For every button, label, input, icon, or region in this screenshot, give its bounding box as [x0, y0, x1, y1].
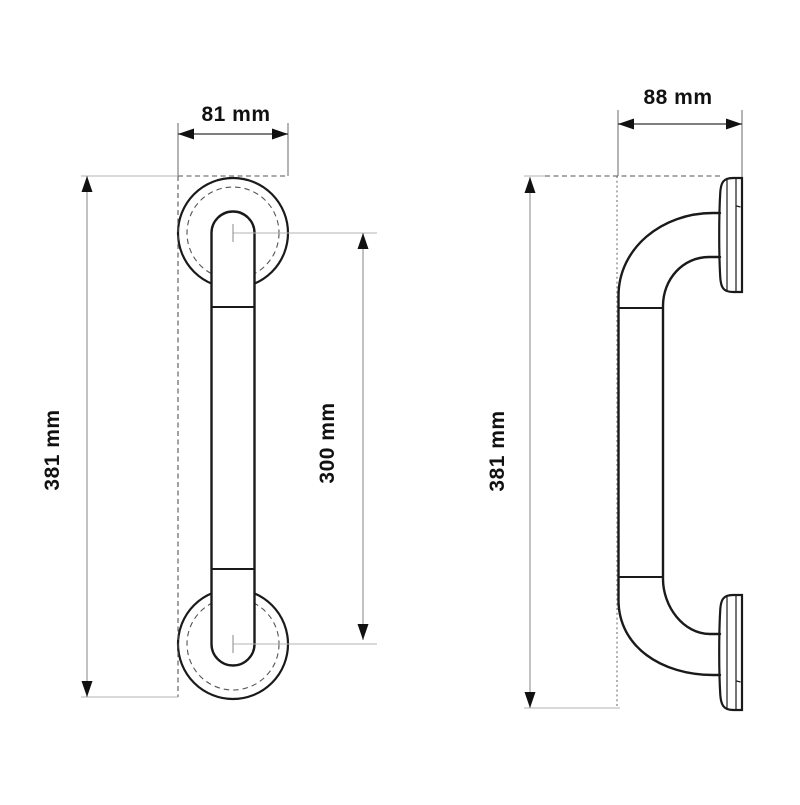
arrow-up-icon [81, 176, 93, 192]
front-height-label: 381 mm [41, 409, 64, 490]
dim-front-width: 81 mm [177, 103, 289, 176]
side-flange-bottom-body [718, 593, 744, 712]
side-tube-outer-profile [617, 211, 722, 677]
arrow-right-icon [272, 128, 288, 140]
front-dashed-outline [177, 175, 288, 697]
front-width-label: 81 mm [201, 103, 270, 126]
side-flange-bottom [718, 593, 744, 712]
side-height-label: 381 mm [486, 410, 509, 491]
side-flange-top-body [718, 176, 744, 294]
arrow-down-icon [357, 624, 369, 640]
side-flange-top [718, 176, 744, 294]
arrow-down-icon [524, 692, 536, 708]
side-depth-label: 88 mm [643, 86, 712, 109]
dim-front-height: 381 mm [41, 175, 178, 698]
side-flange-bottom-screw-mark [736, 680, 741, 683]
arrow-left-icon [178, 128, 194, 140]
side-tube-inner-profile [661, 255, 722, 636]
side-view [617, 176, 744, 712]
dim-side-depth: 88 mm [617, 86, 743, 177]
arrow-up-icon [524, 177, 536, 193]
arrow-down-icon [81, 681, 93, 697]
arrow-right-icon [726, 118, 742, 130]
side-dashed-outline [545, 175, 720, 708]
front-view [176, 176, 377, 701]
front-tube [210, 210, 256, 667]
side-flange-top-screw-mark [736, 205, 741, 208]
dim-side-height: 381 mm [486, 175, 620, 709]
arrow-up-icon [357, 233, 369, 249]
front-spacing-label: 300 mm [316, 402, 339, 483]
dim-front-spacing: 300 mm [316, 233, 369, 640]
arrow-left-icon [618, 118, 634, 130]
